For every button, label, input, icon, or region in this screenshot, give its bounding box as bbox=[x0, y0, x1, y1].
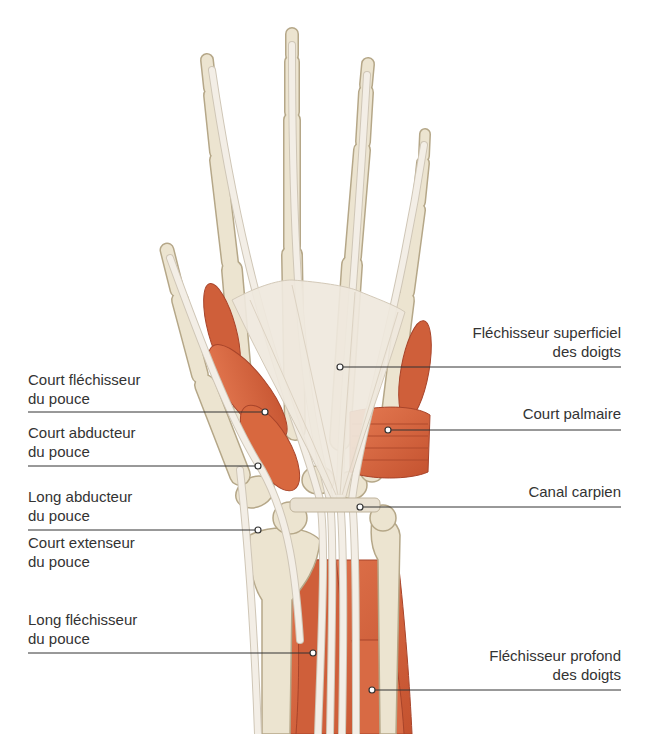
part-label: Court palmaire bbox=[523, 404, 621, 423]
leader-lines bbox=[28, 367, 621, 690]
part-label: Court fléchisseur du pouce bbox=[28, 370, 148, 408]
tendons bbox=[170, 45, 424, 734]
part-label: Canal carpien bbox=[528, 482, 621, 501]
flexor-retinaculum bbox=[290, 498, 380, 512]
part-label: Court abducteur du pouce bbox=[28, 423, 148, 461]
part-label: Long abducteur du pouce bbox=[28, 487, 148, 525]
part-label: Fléchisseur profond des doigts bbox=[476, 646, 621, 684]
hand-muscles bbox=[196, 280, 437, 500]
leader-dots bbox=[255, 364, 391, 693]
part-label: Fléchisseur superficiel des doigts bbox=[459, 323, 621, 361]
part-label: Court extenseur du pouce bbox=[28, 533, 148, 571]
palmar-aponeurosis bbox=[232, 280, 405, 500]
part-label: Long fléchisseur du pouce bbox=[28, 610, 148, 648]
